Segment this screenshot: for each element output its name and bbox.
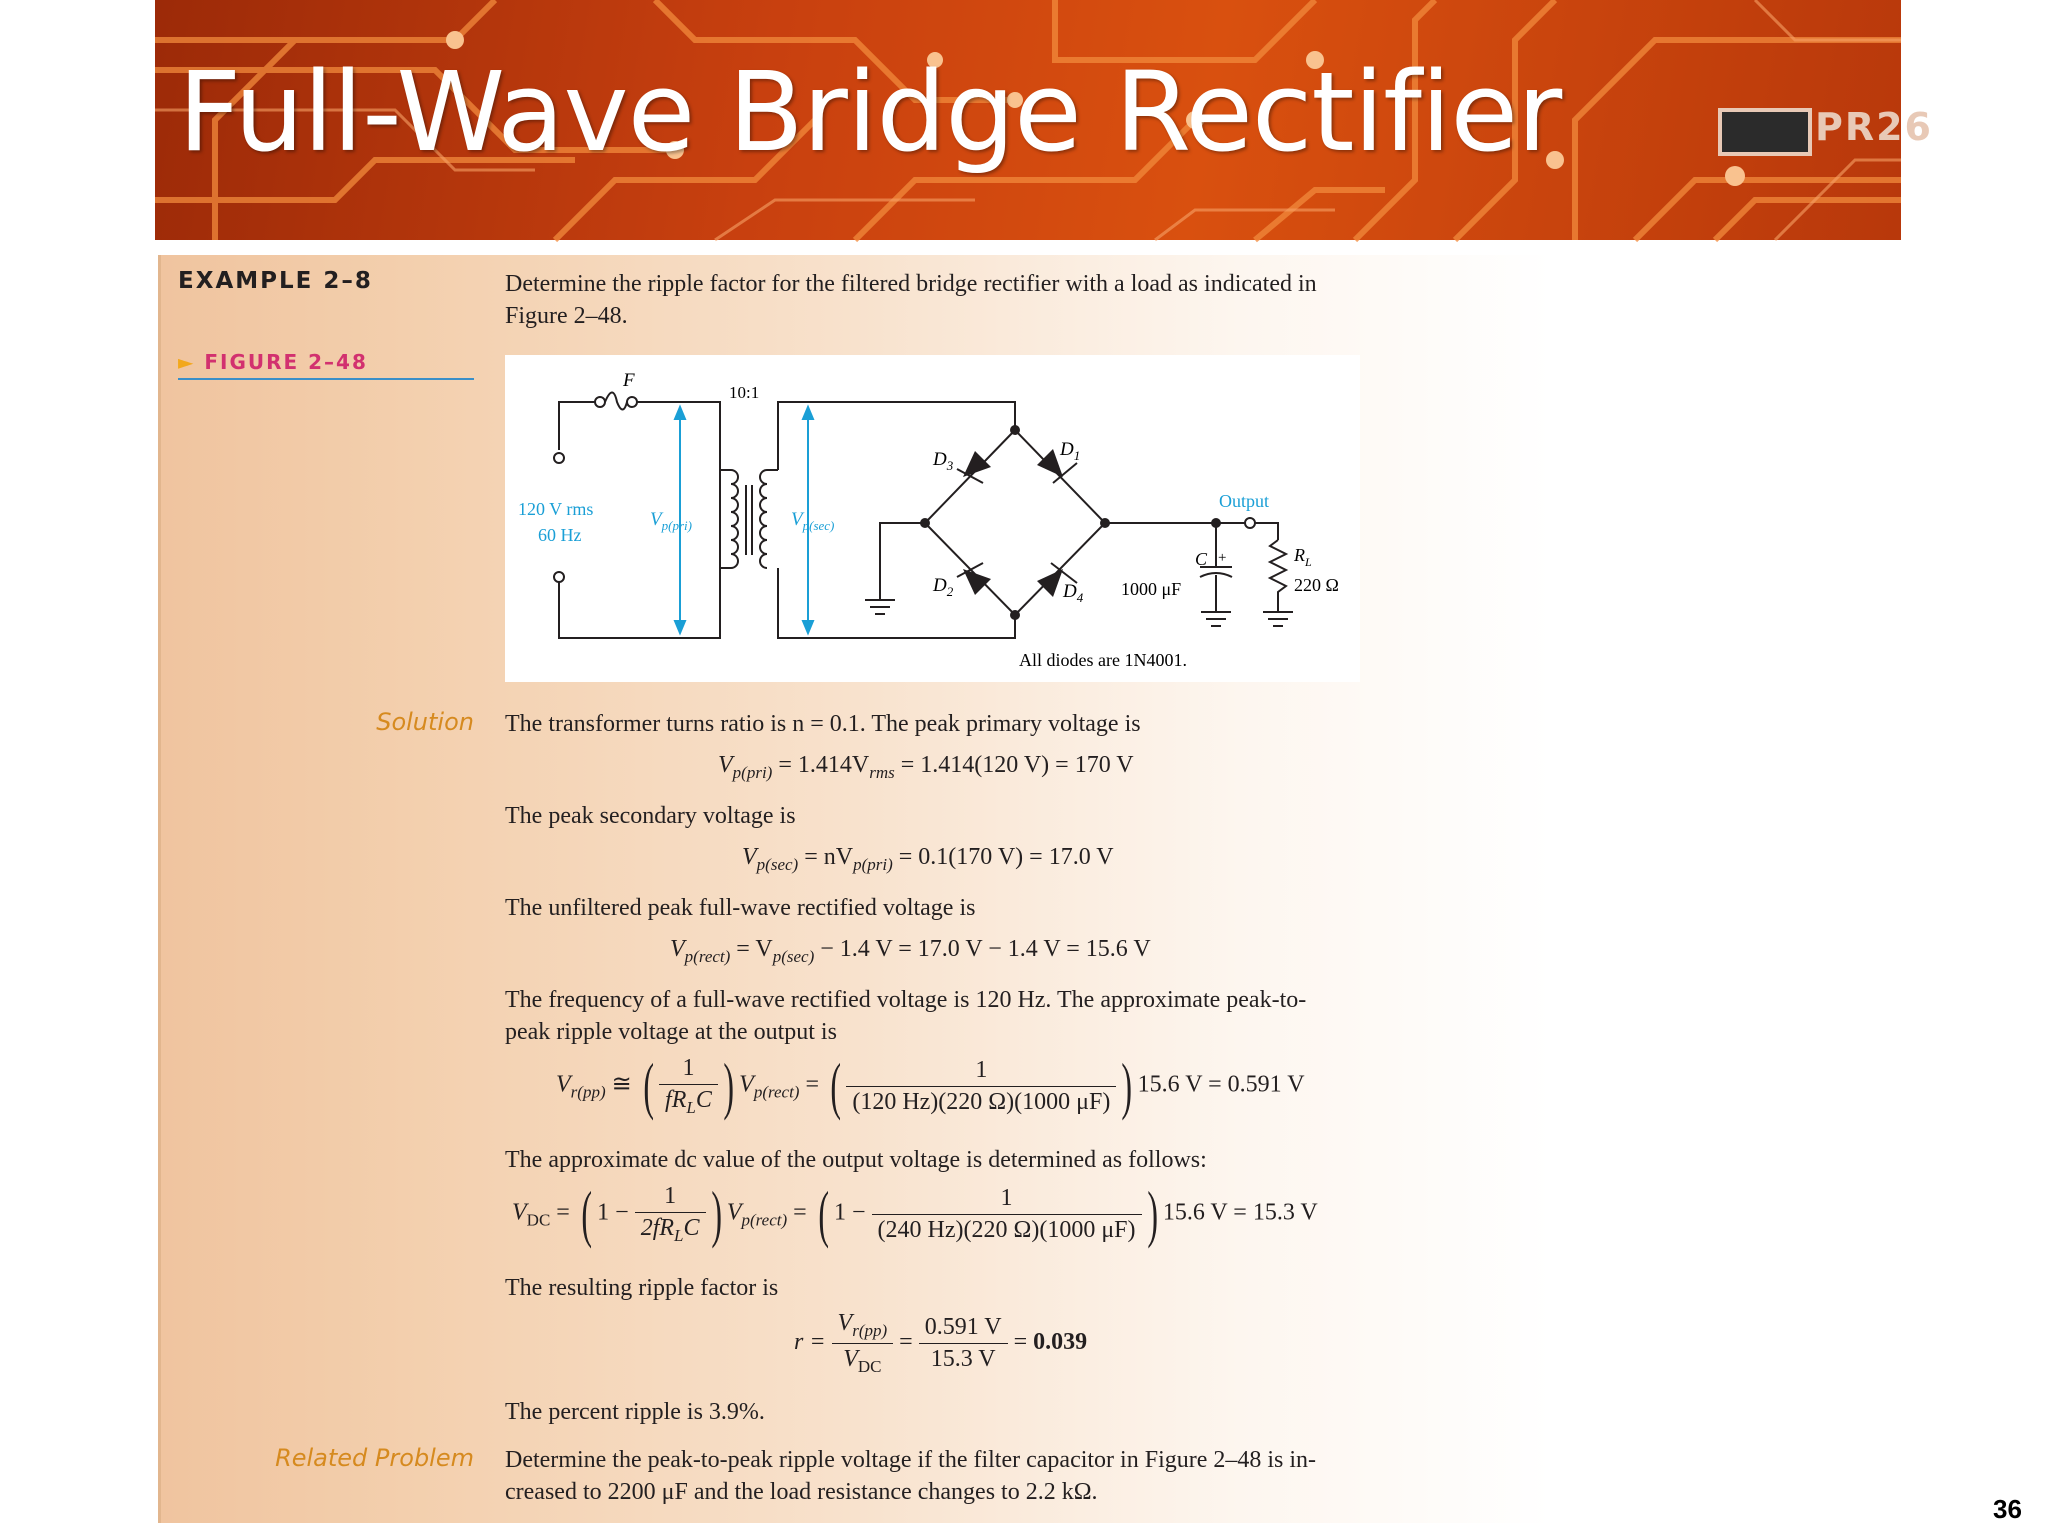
related-problem-line-2: creased to 2200 μF and the load resistan…: [505, 1479, 1098, 1505]
related-problem-line-1: Determine the peak-to-peak ripple voltag…: [505, 1447, 1317, 1473]
figure-label-text: FIGURE 2–48: [204, 350, 368, 374]
title-banner: PR26: [155, 0, 1931, 243]
capacitor-value-label: 1000 μF: [1121, 579, 1181, 599]
solution-line-7: The percent ripple is 3.9%.: [505, 1399, 765, 1425]
circuit-figure: F 10:1 120 V rms 60 Hz Vp(pri) Vp(sec) D…: [505, 355, 1360, 682]
chip-component: [1718, 108, 1812, 156]
diode-d1-label: D1: [1059, 439, 1080, 463]
capacitor-plus-label: +: [1218, 550, 1226, 566]
fuse-label: F: [622, 370, 635, 391]
diode-d3-label: D3: [932, 449, 954, 473]
diode-d1-icon: [1037, 449, 1063, 477]
source-voltage-label: 120 V rms: [518, 499, 593, 519]
diode-d2-icon: [963, 569, 991, 595]
load-value-label: 220 Ω: [1294, 575, 1339, 595]
diode-d4-label: D4: [1062, 581, 1084, 605]
solution-line-1: The transformer turns ratio is n = 0.1. …: [505, 711, 1141, 737]
example-prompt-line-1: Determine the ripple factor for the filt…: [505, 271, 1317, 297]
solution-line-6: The resulting ripple factor is: [505, 1275, 779, 1301]
equation-rectified-voltage: Vp(rect) = Vp(sec) − 1.4 V = 17.0 V − 1.…: [670, 936, 1151, 966]
solution-line-2: The peak secondary voltage is: [505, 803, 796, 829]
load-label: RL: [1293, 545, 1312, 569]
diode-d3-icon: [963, 451, 991, 477]
vp-pri-label: Vp(pri): [650, 509, 692, 533]
vp-sec-label: Vp(sec): [791, 509, 834, 533]
diode-d2-label: D2: [932, 575, 954, 599]
diode-note: All diodes are 1N4001.: [1019, 650, 1187, 670]
solution-line-4b: peak ripple voltage at the output is: [505, 1019, 837, 1045]
board-silkscreen-label: PR26: [1815, 105, 1933, 149]
example-prompt-line-2: Figure 2–48.: [505, 303, 628, 329]
solution-heading: Solution: [376, 708, 474, 736]
capacitor-label: C: [1195, 549, 1208, 569]
diode-d4-icon: [1037, 569, 1063, 597]
figure-label-rule: [178, 378, 474, 380]
output-label: Output: [1219, 491, 1269, 511]
example-label: EXAMPLE 2–8: [178, 268, 373, 294]
solution-line-4a: The frequency of a full-wave rectified v…: [505, 987, 1307, 1013]
figure-arrow-icon: ►: [178, 350, 196, 374]
slide-title: Full-Wave Bridge Rectifier: [178, 48, 1562, 176]
page-left-rule: [158, 255, 161, 1523]
solution-line-5: The approximate dc value of the output v…: [505, 1147, 1207, 1173]
turns-ratio-label: 10:1: [729, 383, 759, 402]
figure-label: ► FIGURE 2–48: [178, 350, 368, 374]
circuit-board-background: [155, 0, 1901, 243]
equation-peak-primary: Vp(pri) = 1.414Vrms = 1.414(120 V) = 170…: [718, 752, 1134, 782]
source-frequency-label: 60 Hz: [538, 525, 582, 545]
page-number: 36: [1993, 1494, 2022, 1524]
related-problem-heading: Related Problem: [275, 1444, 474, 1472]
equation-peak-secondary: Vp(sec) = nVp(pri) = 0.1(170 V) = 17.0 V: [742, 844, 1114, 874]
solution-line-3: The unfiltered peak full-wave rectified …: [505, 895, 976, 921]
